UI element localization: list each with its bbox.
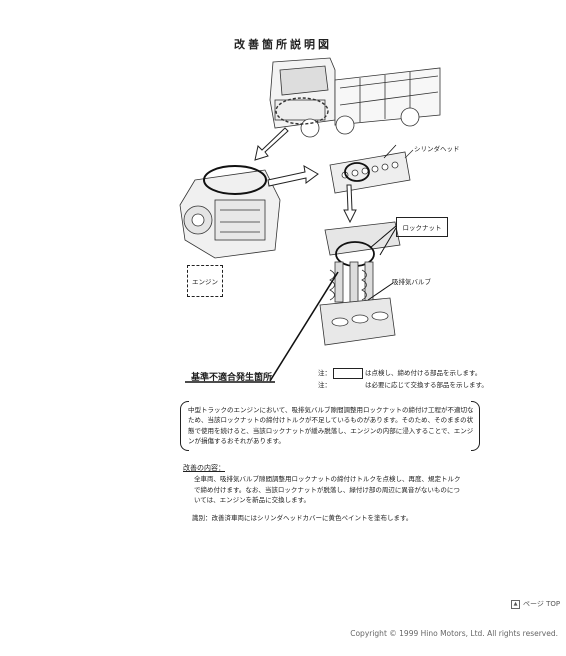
engine-illustration <box>179 165 281 259</box>
legend-solid-box <box>333 367 363 379</box>
identification-note: 識別：改善済車両にはシリンダヘッドカバーに黄色ペイントを塗布します。 <box>192 514 413 522</box>
valve-assembly-illustration <box>319 221 401 346</box>
page-top-icon: ▲ <box>511 599 520 609</box>
description-bracket-right <box>471 401 480 451</box>
cylinder-head-illustration <box>329 149 414 194</box>
arrow-truck-to-engine <box>254 127 289 161</box>
truck-illustration <box>269 57 441 138</box>
label-defect-location: 基準不適合発生箇所 <box>191 373 273 383</box>
improvement-title: 改善の内容： <box>183 464 225 472</box>
label-lock-nut: ロックナット <box>396 217 448 237</box>
legend-dashed-note: 注： は必要に応じて交換する部品を示します。 <box>318 379 488 390</box>
leader-defect-location <box>269 271 339 382</box>
page-top-label: ページ TOP <box>523 600 561 608</box>
defect-description: 中型トラックのエンジンにおいて、吸排気バルブ隙間調整用ロックナットの締付け工程が… <box>188 406 474 446</box>
copyright: Copyright © 1999 Hino Motors, Ltd. All r… <box>350 629 558 638</box>
legend-solid-note: 注： は点検し、締め付ける部品を示します。 <box>318 367 481 379</box>
legend-dashed-box <box>333 381 363 390</box>
label-engine: エンジン <box>187 265 223 297</box>
arrow-engine-to-head <box>267 165 319 187</box>
note-dashed-text: は必要に応じて交換する部品を示します。 <box>365 381 488 389</box>
label-cylinder-head: シリンダヘッド <box>414 145 460 153</box>
page-top-link[interactable]: ▲ ページ TOP <box>511 599 560 609</box>
improvement-diagram <box>179 57 441 383</box>
page-title: 改善箇所説明図 <box>234 38 332 51</box>
label-valve: 吸排気バルブ <box>392 278 431 286</box>
note-prefix: 注： <box>318 369 331 377</box>
improvement-body: 全車両、吸排気バルブ隙間調整用ロックナットの締付けトルクを点検し、再度、規定トル… <box>194 475 461 504</box>
arrow-head-to-valve <box>343 184 357 224</box>
note-prefix: 注： <box>318 381 331 389</box>
description-bracket-left <box>180 401 189 451</box>
note-solid-text: は点検し、締め付ける部品を示します。 <box>365 369 482 377</box>
